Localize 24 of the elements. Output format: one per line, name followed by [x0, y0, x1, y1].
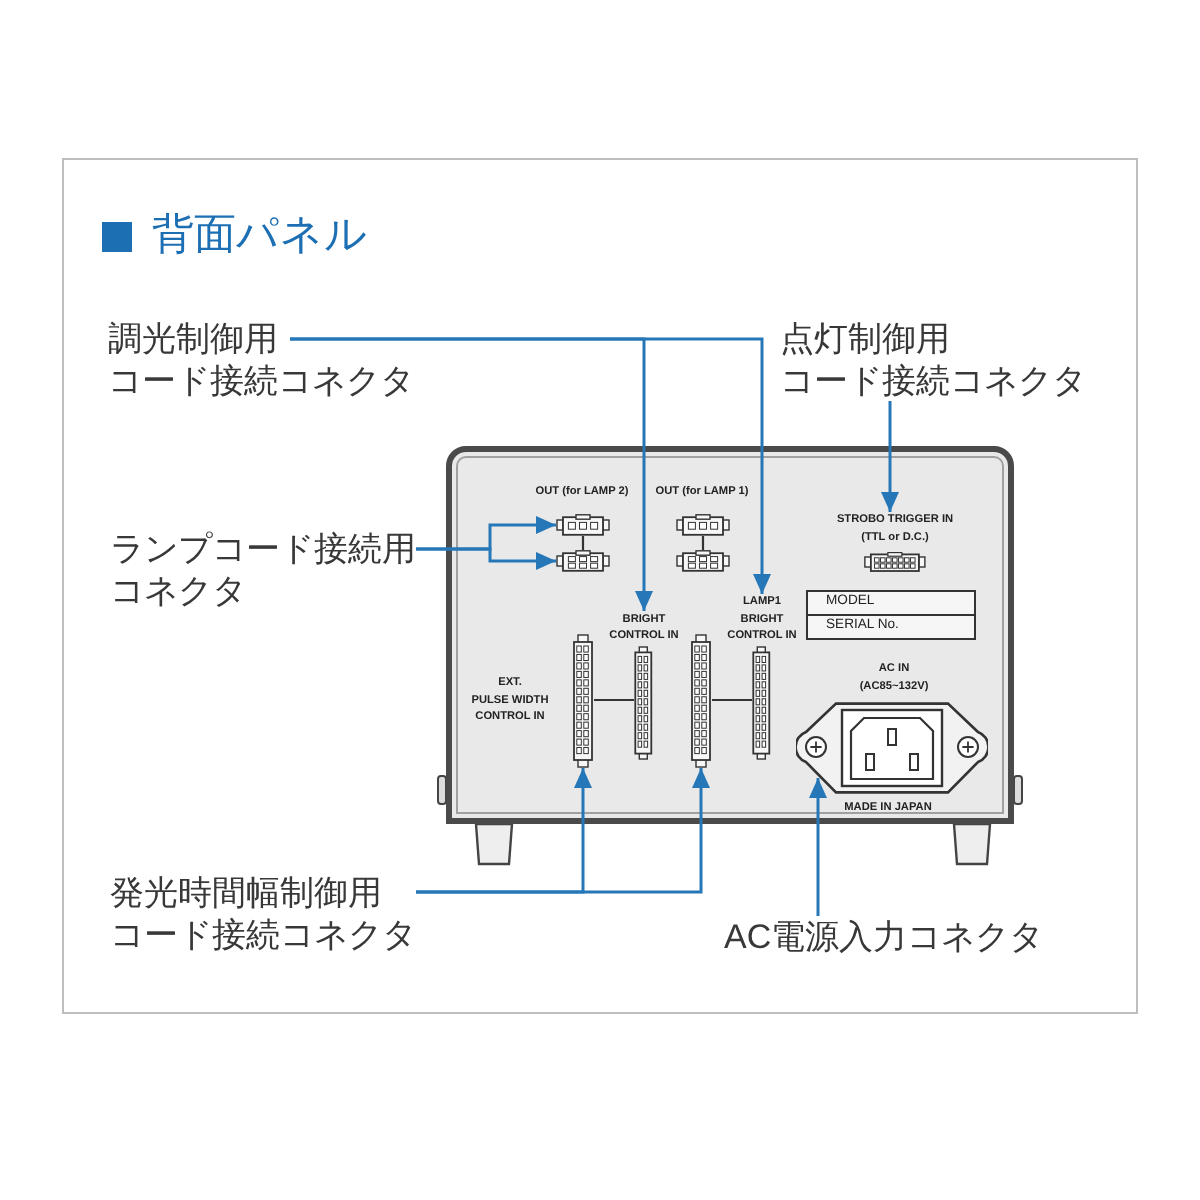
callout-text: 調光制御用コード接続コネクタ: [108, 317, 414, 401]
connector-icon: [556, 514, 610, 536]
callout-text: 点灯制御用コード接続コネクタ: [780, 317, 1086, 401]
link-line: [581, 536, 585, 550]
connector-icon: [690, 634, 712, 768]
connector-icon: [556, 550, 610, 572]
link-line: [594, 698, 634, 702]
arrow: [809, 778, 827, 916]
arrow: [416, 768, 710, 894]
callout-text: AC電源入力コネクタ: [724, 916, 1044, 958]
callout-text: ランプコード接続用コネクタ: [110, 528, 416, 612]
connector-icon: [676, 514, 730, 536]
arrow: [290, 337, 771, 594]
arrow: [881, 401, 899, 512]
power-inlet-icon: [796, 702, 988, 794]
callout-text: 発光時間幅制御用コード接続コネクタ: [110, 871, 416, 955]
name-plate: [806, 590, 976, 640]
link-line: [712, 698, 752, 702]
link-line: [701, 536, 705, 550]
title: 背面パネル: [152, 210, 368, 260]
rear-panel: [446, 446, 1014, 824]
arrow: [416, 547, 556, 570]
connector-icon: [572, 634, 594, 768]
connector-icon: [676, 550, 730, 572]
